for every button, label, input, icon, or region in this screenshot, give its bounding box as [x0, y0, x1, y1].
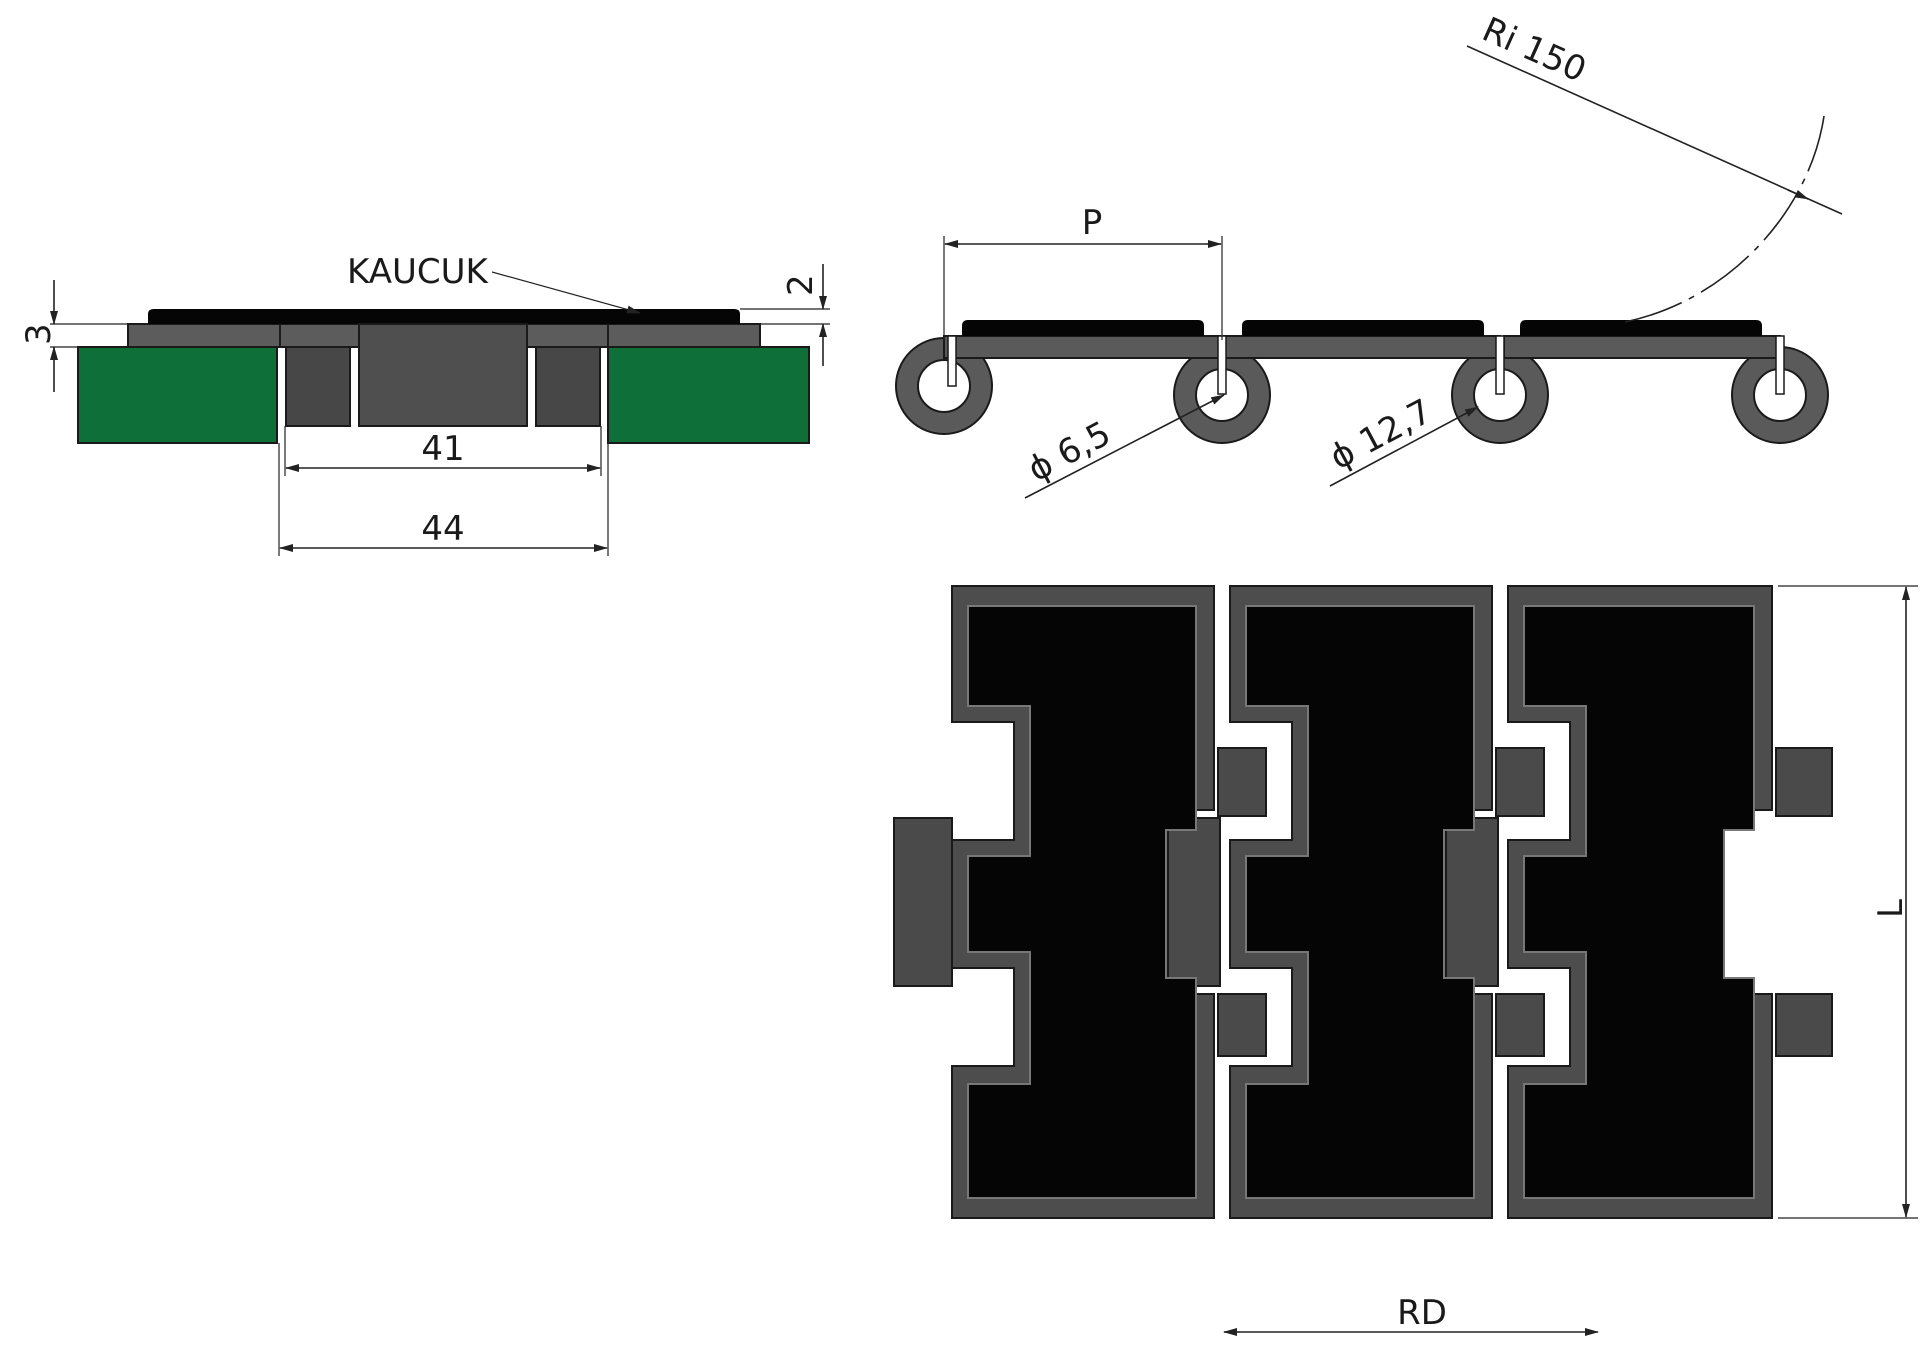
dim-rd: RD: [1397, 1293, 1447, 1333]
side-tab: [1495, 747, 1545, 817]
rubber-top: [962, 320, 1204, 336]
hinge-block: [285, 346, 351, 427]
side-tab: [893, 817, 953, 987]
side-view: P Ri 150 ϕ 6,5 ϕ 12,7: [895, 10, 1843, 499]
side-tab: [1167, 817, 1221, 987]
side-tab: [1217, 747, 1267, 817]
guide-rail-right: [607, 346, 810, 444]
rubber-top: [1242, 320, 1484, 336]
side-tab: [1775, 747, 1833, 817]
guide-rail-left: [77, 346, 278, 444]
dim-pitch: P: [1082, 203, 1103, 243]
hinge-center: [358, 323, 528, 427]
dim-hinge-diameter-symbol: ϕ: [1323, 432, 1362, 478]
side-plate: [1503, 335, 1781, 359]
section-view: KAUCUK 3 2 41 44: [19, 252, 830, 556]
dim-thickness: 3: [19, 323, 59, 345]
top-plate: [951, 585, 1215, 1219]
side-tab: [1775, 993, 1833, 1057]
top-plate: [1507, 585, 1773, 1219]
side-tab: [1217, 993, 1267, 1057]
top-plate: [1229, 585, 1493, 1219]
dim-length: L: [1871, 899, 1911, 918]
hinge-block: [535, 346, 601, 427]
dim-outer-width: 44: [421, 509, 464, 549]
rubber-top: [1520, 320, 1762, 336]
dim-inner-radius: Ri 150: [1476, 10, 1592, 91]
material-label: KAUCUK: [347, 252, 489, 292]
svg-text:ϕ 6,5: ϕ 6,5: [1021, 414, 1117, 490]
svg-text:ϕ 12,7: ϕ 12,7: [1323, 391, 1438, 477]
dim-rubber-height: 2: [781, 274, 821, 296]
side-tab: [1445, 817, 1499, 987]
dim-pin-diameter: 6,5: [1051, 414, 1118, 475]
side-tab: [1495, 993, 1545, 1057]
side-plate: [1223, 335, 1501, 359]
top-view: L RD: [893, 585, 1918, 1336]
rubber-pad-section: [148, 309, 740, 324]
side-plate: [943, 335, 1221, 359]
dim-inner-width: 41: [421, 429, 464, 469]
